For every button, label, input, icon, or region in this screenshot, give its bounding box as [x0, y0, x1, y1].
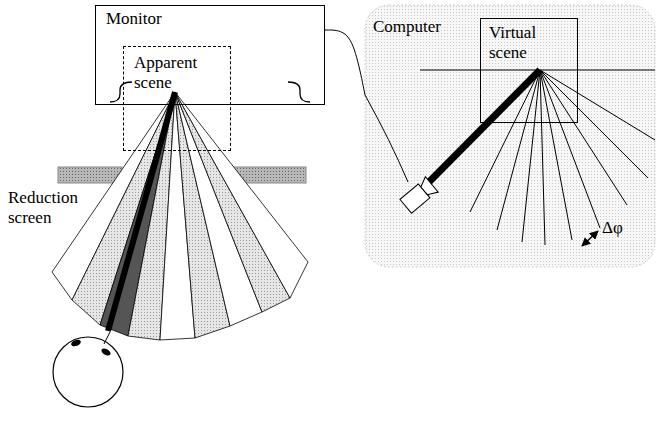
angle-arrow — [582, 231, 598, 246]
node-label: Computer — [373, 17, 441, 37]
angle-label: Δφ — [602, 218, 623, 238]
sight-line — [104, 332, 110, 344]
node-label: Apparent scene — [134, 53, 218, 92]
reduction-screen — [58, 167, 122, 183]
observer-eye — [100, 347, 112, 357]
camera-ray — [522, 70, 540, 242]
virtual-scene-box: Virtual scene — [480, 18, 578, 123]
camera-icon — [399, 177, 438, 214]
view-wedge — [175, 92, 290, 312]
camera-rays — [470, 70, 655, 245]
camera-ray — [540, 70, 648, 178]
node-label: Monitor — [106, 9, 162, 29]
cable — [365, 95, 408, 182]
part-label: Reduction screen — [8, 188, 100, 227]
monitor-bezel — [110, 82, 132, 102]
camera-ray — [540, 70, 655, 140]
node-label: Virtual scene — [489, 23, 559, 62]
view-fan — [52, 92, 308, 340]
camera-axis — [428, 70, 540, 183]
monitor-box: MonitorApparent scene — [95, 5, 325, 105]
cable — [325, 30, 365, 95]
observer-eye — [70, 338, 81, 347]
view-wedge — [175, 92, 308, 298]
view-axis — [108, 92, 175, 331]
computer-panel — [365, 5, 655, 267]
camera-ray — [540, 70, 545, 245]
observer-head — [53, 337, 123, 407]
monitor-bezel — [288, 82, 310, 102]
camera-ray — [540, 70, 627, 205]
apparent-scene-box: Apparent scene — [123, 46, 231, 151]
